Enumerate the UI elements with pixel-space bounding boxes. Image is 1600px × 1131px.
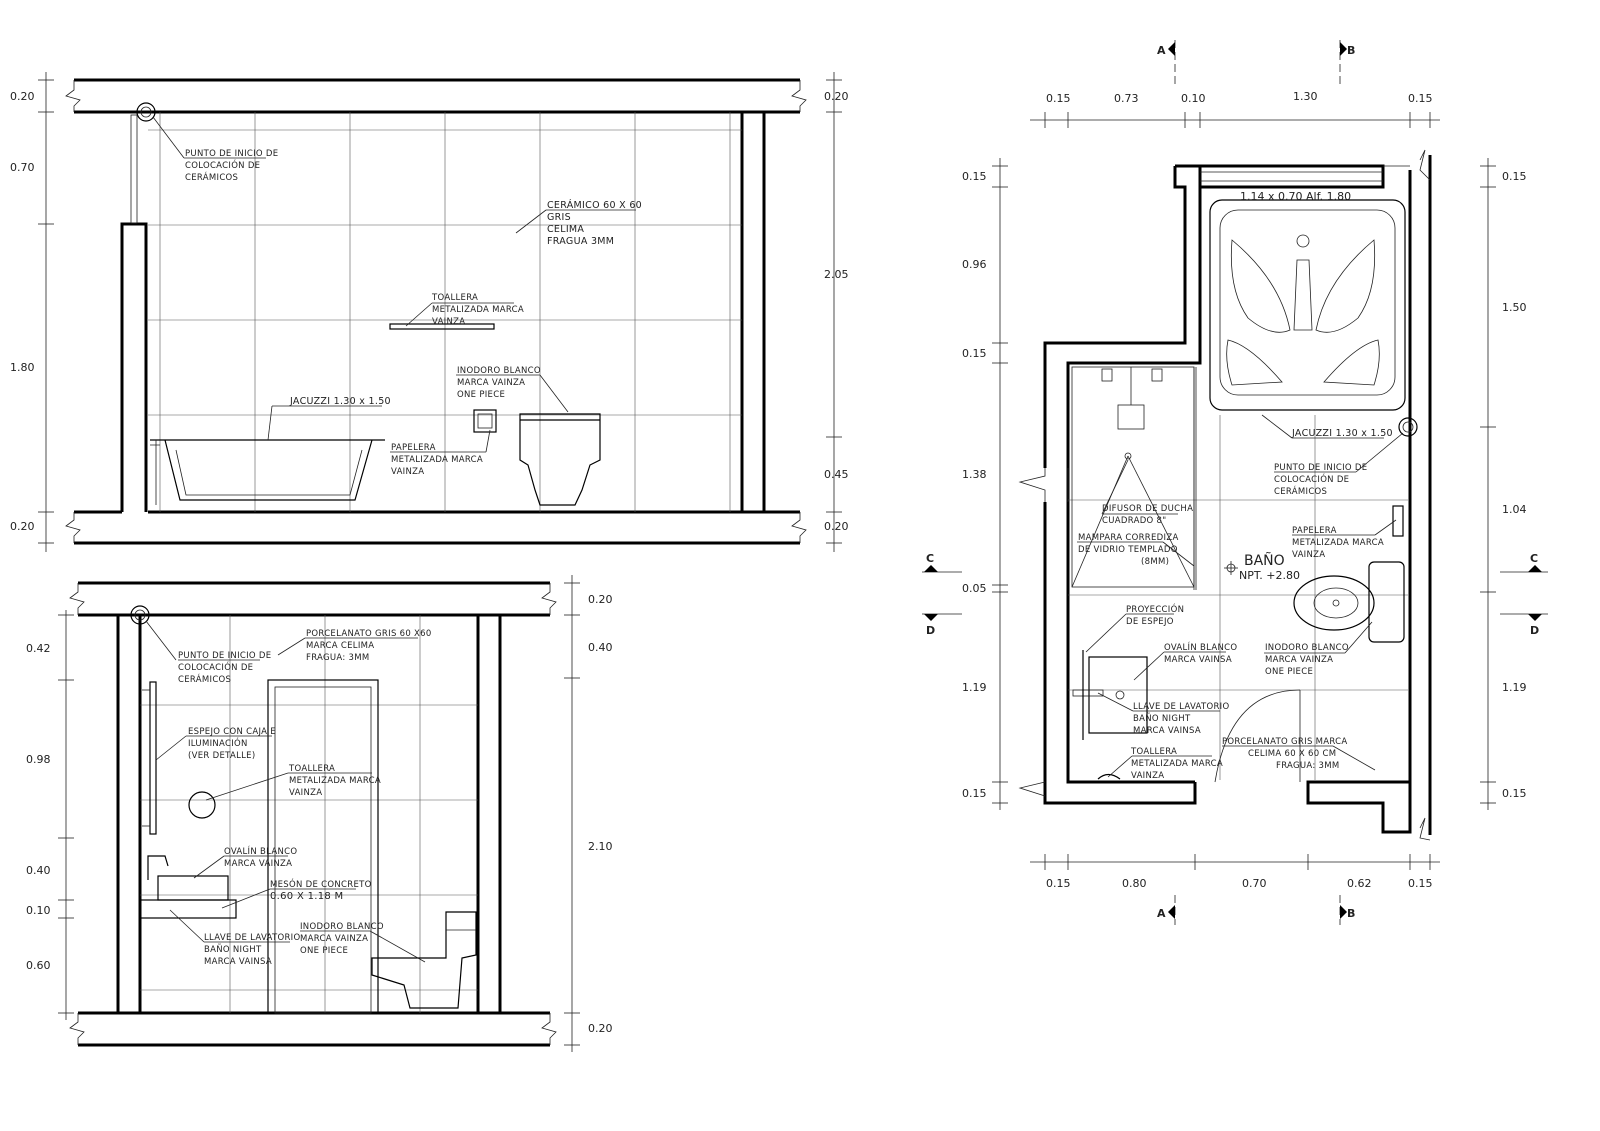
dim-left-3: 1.80	[10, 361, 35, 374]
section-arrow-icon	[1340, 42, 1347, 56]
dim-left-7: 0.15	[962, 787, 987, 800]
dim-left-6: 1.19	[962, 681, 987, 694]
dim-bottom-3: 0.70	[1242, 877, 1267, 890]
dim-right-2: 1.50	[1502, 301, 1527, 314]
dim-right-1: 0.15	[1502, 170, 1527, 183]
dim-right-1: 0.20	[588, 593, 613, 606]
section-mark-a-bottom: A	[1157, 907, 1166, 920]
dim-right-3: 1.04	[1502, 503, 1527, 516]
dim-top-1: 0.15	[1046, 92, 1071, 105]
dim-right-2: 2.05	[824, 268, 849, 281]
dim-left-1: 0.15	[962, 170, 987, 183]
dim-left-2: 0.98	[26, 753, 51, 766]
section-arrow-icon	[924, 614, 938, 621]
section-mark-d-left: D	[926, 624, 935, 637]
dim-right-4: 1.19	[1502, 681, 1527, 694]
section-arrow-icon	[1340, 905, 1347, 919]
dim-left-2: 0.70	[10, 161, 35, 174]
dim-right-2: 0.40	[588, 641, 613, 654]
dim-top-4: 1.30	[1293, 90, 1318, 103]
elevation-top: 0.20 0.70 1.80 0.20 0.20 2.05 0.45 0.20 …	[10, 72, 849, 552]
dim-right-5: 0.15	[1502, 787, 1527, 800]
dim-bottom-5: 0.15	[1408, 877, 1433, 890]
section-mark-b-bottom: B	[1347, 907, 1355, 920]
section-arrow-icon	[1168, 905, 1175, 919]
dim-left-1: 0.20	[10, 90, 35, 103]
dim-bottom-4: 0.62	[1347, 877, 1372, 890]
section-mark-c-left: C	[926, 552, 934, 565]
dim-left-2: 0.96	[962, 258, 987, 271]
dim-top-3: 0.10	[1181, 92, 1206, 105]
section-mark-a-top: A	[1157, 44, 1166, 57]
dim-top-5: 0.15	[1408, 92, 1433, 105]
elevation-bottom: 0.42 0.98 0.40 0.10 0.60 0.20 0.40 2.10 …	[26, 575, 613, 1052]
dim-bottom-2: 0.80	[1122, 877, 1147, 890]
section-arrow-icon	[1528, 614, 1542, 621]
dim-right-3: 0.45	[824, 468, 849, 481]
section-mark-b-top: B	[1347, 44, 1355, 57]
section-mark-c-right: C	[1530, 552, 1538, 565]
dim-left-5: 0.05	[962, 582, 987, 595]
section-mark-d-right: D	[1530, 624, 1539, 637]
label-jacuzzi: JACUZZI 1.30 x 1.50	[1291, 428, 1393, 439]
dim-right-4: 0.20	[824, 520, 849, 533]
section-arrow-icon	[924, 565, 938, 572]
section-arrow-icon	[1168, 42, 1175, 56]
dim-left-3: 0.15	[962, 347, 987, 360]
dim-left-4: 0.20	[10, 520, 35, 533]
dim-bottom-1: 0.15	[1046, 877, 1071, 890]
room-name: BAÑO	[1244, 552, 1285, 569]
dim-left-3: 0.40	[26, 864, 51, 877]
dim-left-4: 0.10	[26, 904, 51, 917]
dim-left-1: 0.42	[26, 642, 51, 655]
floor-plan: A B A B C D C D	[922, 40, 1548, 925]
dim-right-1: 0.20	[824, 90, 849, 103]
dim-left-5: 0.60	[26, 959, 51, 972]
dim-right-3: 2.10	[588, 840, 613, 853]
window-label: 1.14 x 0.70 Alf. 1.80	[1240, 190, 1351, 203]
room-level: NPT. +2.80	[1239, 569, 1300, 582]
dim-left-4: 1.38	[962, 468, 987, 481]
section-arrow-icon	[1528, 565, 1542, 572]
label-jacuzzi: JACUZZI 1.30 x 1.50	[289, 396, 391, 407]
dim-top-2: 0.73	[1114, 92, 1139, 105]
dim-right-4: 0.20	[588, 1022, 613, 1035]
